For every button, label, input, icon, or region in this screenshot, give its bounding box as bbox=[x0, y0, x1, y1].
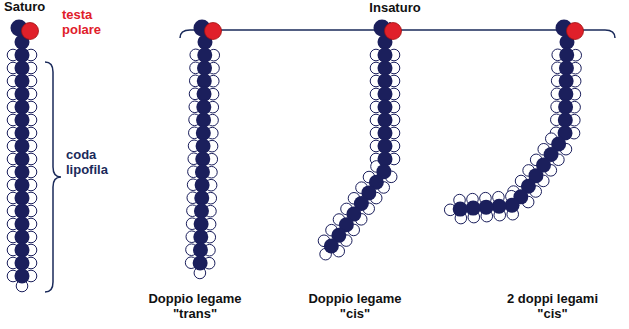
carbon-atom bbox=[559, 60, 574, 75]
carbon-atom bbox=[558, 86, 573, 101]
carbon-atom bbox=[15, 126, 30, 141]
carbon-atom bbox=[378, 126, 393, 141]
carbon-atom bbox=[15, 256, 30, 271]
carbon-atom bbox=[194, 216, 209, 231]
carbon-atom bbox=[194, 203, 209, 218]
carbon-atom bbox=[15, 204, 30, 219]
polar-head-oxygen bbox=[385, 23, 402, 40]
carbon-atom bbox=[196, 112, 211, 127]
carbon-atom bbox=[15, 243, 30, 258]
carbon-atom bbox=[378, 139, 393, 154]
carbon-atom bbox=[559, 47, 574, 62]
fatty-acid-chain bbox=[444, 20, 583, 224]
part-label: testa polare bbox=[62, 8, 124, 38]
polar-head-oxygen bbox=[22, 23, 39, 40]
carbon-atom bbox=[197, 73, 212, 88]
carbon-atom bbox=[197, 60, 212, 75]
carbon-atom bbox=[15, 139, 30, 154]
fatty-acid-chain bbox=[318, 20, 401, 260]
carbon-atom bbox=[15, 61, 30, 76]
polar-head-oxygen bbox=[205, 23, 222, 40]
carbon-atom bbox=[196, 125, 211, 140]
carbon-atom bbox=[15, 178, 30, 193]
fatty-acid-chain bbox=[185, 20, 221, 279]
fatty-acid-chain bbox=[7, 20, 38, 292]
polar-head-oxygen bbox=[567, 23, 584, 40]
carbon-atom bbox=[197, 86, 212, 101]
carbon-atom bbox=[466, 201, 481, 216]
carbon-atom bbox=[195, 177, 210, 192]
carbon-atom bbox=[324, 238, 339, 253]
carbon-atom bbox=[559, 73, 574, 88]
group-title: Saturo bbox=[4, 0, 64, 15]
carbon-atom bbox=[15, 217, 30, 232]
chains bbox=[7, 20, 583, 292]
carbon-atom bbox=[453, 202, 468, 217]
carbon-atom bbox=[378, 48, 393, 63]
carbon-atom bbox=[15, 74, 30, 89]
caption-label: 2 doppi legami "cis" bbox=[490, 292, 615, 322]
carbon-atom bbox=[15, 230, 30, 245]
carbon-atom bbox=[378, 61, 393, 76]
carbon-atom bbox=[193, 229, 208, 244]
carbon-atom bbox=[558, 112, 573, 127]
carbon-atom bbox=[194, 190, 209, 205]
carbon-atom bbox=[15, 152, 30, 167]
carbon-atom bbox=[193, 255, 208, 270]
group-title: Insaturo bbox=[350, 1, 440, 16]
carbon-atom bbox=[196, 99, 211, 114]
carbon-atom bbox=[15, 100, 30, 115]
carbon-atom bbox=[378, 113, 393, 128]
carbon-atom bbox=[15, 113, 30, 128]
carbon-atom bbox=[15, 191, 30, 206]
carbon-atom bbox=[15, 165, 30, 180]
caption-label: Doppio legame "cis" bbox=[295, 292, 415, 322]
carbon-atom bbox=[479, 200, 494, 215]
carbon-atom bbox=[15, 48, 30, 63]
carbon-atom bbox=[378, 87, 393, 102]
tail-bracket bbox=[45, 62, 61, 292]
carbon-atom bbox=[193, 242, 208, 257]
carbon-atom bbox=[197, 47, 212, 62]
carbon-atom bbox=[195, 151, 210, 166]
carbon-atom bbox=[15, 269, 30, 284]
carbon-atom bbox=[378, 100, 393, 115]
carbon-atom bbox=[558, 99, 573, 114]
carbon-atom bbox=[196, 138, 211, 153]
part-label: coda lipofila bbox=[66, 148, 136, 178]
carbon-atom bbox=[505, 198, 520, 213]
carbon-atom bbox=[15, 87, 30, 102]
carbon-atom bbox=[378, 74, 393, 89]
carbon-atom bbox=[195, 164, 210, 179]
carbon-atom bbox=[492, 199, 507, 214]
caption-label: Doppio legame "trans" bbox=[135, 292, 255, 322]
